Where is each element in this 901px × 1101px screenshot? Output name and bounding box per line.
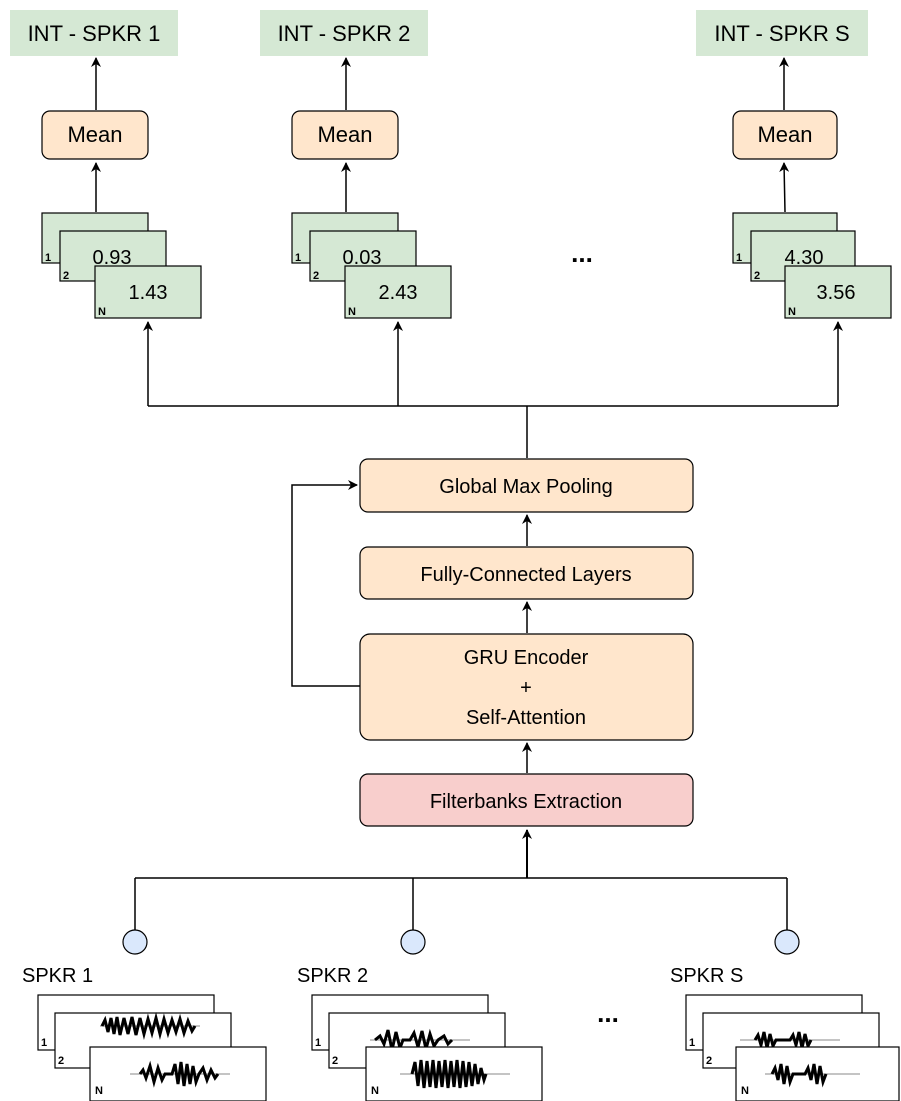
score-card-2-value: 0.03	[343, 247, 382, 269]
audio-card-1-index: 1	[41, 1037, 47, 1049]
more-inputs-ellipsis: ...	[597, 998, 619, 1028]
waveform	[753, 1031, 813, 1051]
speaker-label: SPKR 2	[297, 965, 368, 987]
output-label: INT - SPKR S	[714, 21, 849, 46]
waveform	[100, 1012, 197, 1040]
audio-card-n-index: N	[371, 1085, 379, 1097]
output-label: INT - SPKR 1	[28, 21, 161, 46]
speaker-label: SPKR 1	[22, 965, 93, 987]
score-card-n-value: 1.43	[129, 282, 168, 304]
output-column-1: INT - SPKR 1 Mean 1 2 0.93 N 1.43	[10, 10, 202, 319]
input-node-s	[774, 929, 800, 955]
audio-card-2-index: 2	[58, 1055, 64, 1067]
audio-card-n-index: N	[95, 1085, 103, 1097]
input-node-2	[400, 929, 426, 955]
audio-card-2-index: 2	[332, 1055, 338, 1067]
input-connectors	[122, 877, 800, 955]
output-label: INT - SPKR 2	[278, 21, 411, 46]
waveform	[410, 1059, 488, 1089]
waveform	[138, 1060, 220, 1088]
filterbanks-box	[359, 773, 694, 827]
score-card-1-index: 1	[45, 252, 51, 264]
score-card-n-value: 2.43	[379, 282, 418, 304]
score-card-n-index: N	[98, 306, 106, 318]
input-speaker-2: SPKR 2 1 2 N	[297, 965, 543, 1101]
fully-connected-label: Fully-Connected Layers	[420, 564, 631, 586]
audio-card-n	[365, 1046, 543, 1101]
skip-connection-arrow	[291, 480, 360, 687]
gru-encoder-label: GRU Encoder	[464, 647, 589, 669]
pipeline: Global Max Pooling Fully-Connected Layer…	[291, 458, 694, 878]
score-card-n	[94, 265, 202, 319]
gru-encoder-box	[359, 633, 694, 741]
audio-card-2-index: 2	[706, 1055, 712, 1067]
score-card-1-index: 1	[736, 252, 742, 264]
global-max-pooling-box	[359, 458, 694, 513]
score-card-2-value: 0.93	[93, 247, 132, 269]
self-attention-label: Self-Attention	[466, 707, 586, 729]
fully-connected-box	[359, 546, 694, 600]
score-card-2-index: 2	[313, 270, 319, 282]
score-card-2-value: 4.30	[785, 247, 824, 269]
score-card-n-value: 3.56	[817, 282, 856, 304]
audio-card-1-index: 1	[689, 1037, 695, 1049]
mean-label: Mean	[67, 122, 122, 147]
score-card-n	[784, 265, 892, 319]
mean-box	[291, 110, 399, 160]
score-card-2-index: 2	[63, 270, 69, 282]
waveform	[770, 1063, 828, 1088]
mean-box	[41, 110, 149, 160]
score-card-n	[344, 265, 452, 319]
mean-box	[732, 110, 838, 160]
output-distribution-connectors	[143, 321, 843, 458]
waveform	[374, 1028, 454, 1054]
audio-card-n-index: N	[741, 1085, 749, 1097]
output-label-box	[260, 10, 428, 56]
score-card-n-index: N	[788, 306, 796, 318]
more-outputs-ellipsis: ...	[571, 238, 593, 268]
speaker-label: SPKR S	[670, 965, 743, 987]
output-column-2: INT - SPKR 2 Mean 1 2 0.03 N 2.43	[260, 10, 452, 319]
filterbanks-label: Filterbanks Extraction	[430, 791, 622, 813]
score-card-1-index: 1	[295, 252, 301, 264]
input-speaker-s: SPKR S 1 2 N	[670, 965, 900, 1101]
gru-plus-label: +	[520, 677, 532, 699]
score-card-2-index: 2	[754, 270, 760, 282]
output-label-box	[696, 10, 868, 56]
audio-card-1-index: 1	[315, 1037, 321, 1049]
arrow	[779, 162, 790, 213]
global-max-pooling-label: Global Max Pooling	[439, 476, 612, 498]
output-column-s: INT - SPKR S Mean 1 2 4.30 N 3.56	[696, 10, 892, 319]
input-speaker-1: SPKR 1 1 2 N	[22, 965, 267, 1101]
mean-label: Mean	[317, 122, 372, 147]
score-card-n-index: N	[348, 306, 356, 318]
mean-label: Mean	[757, 122, 812, 147]
output-label-box	[10, 10, 178, 56]
input-node-1	[122, 929, 148, 955]
